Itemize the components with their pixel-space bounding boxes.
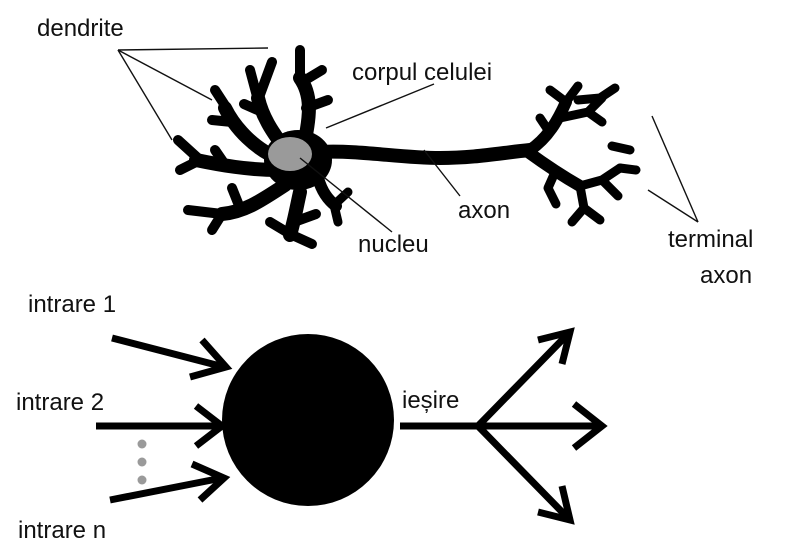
- output-arrows: [400, 332, 602, 520]
- leader-dendrite-c: [118, 50, 172, 140]
- leader-terminal-a: [652, 116, 698, 222]
- input-arrow-1: [112, 338, 226, 377]
- label-output: ieșire: [402, 387, 459, 414]
- label-nucleus: nucleu: [358, 231, 429, 258]
- input-arrow-2: [96, 406, 222, 446]
- artificial-neuron: [96, 332, 602, 520]
- neuron-node: [222, 334, 394, 506]
- input-ellipsis: [138, 440, 147, 485]
- label-axon: axon: [458, 197, 510, 224]
- label-terminal-line2: axon: [700, 262, 752, 289]
- nucleus: [268, 137, 312, 171]
- label-terminal-line1: terminal: [668, 226, 753, 253]
- label-input-2: intrare 2: [16, 389, 104, 416]
- leader-dendrite-a: [118, 48, 268, 50]
- label-dendrite: dendrite: [37, 15, 124, 42]
- leader-nucleus: [300, 158, 392, 232]
- leader-cell-body: [326, 84, 434, 128]
- input-arrow-n: [110, 464, 224, 500]
- leader-dendrite-b: [118, 50, 212, 100]
- label-cell-body: corpul celulei: [352, 59, 492, 86]
- label-input-1: intrare 1: [28, 291, 116, 318]
- label-input-n: intrare n: [18, 517, 106, 544]
